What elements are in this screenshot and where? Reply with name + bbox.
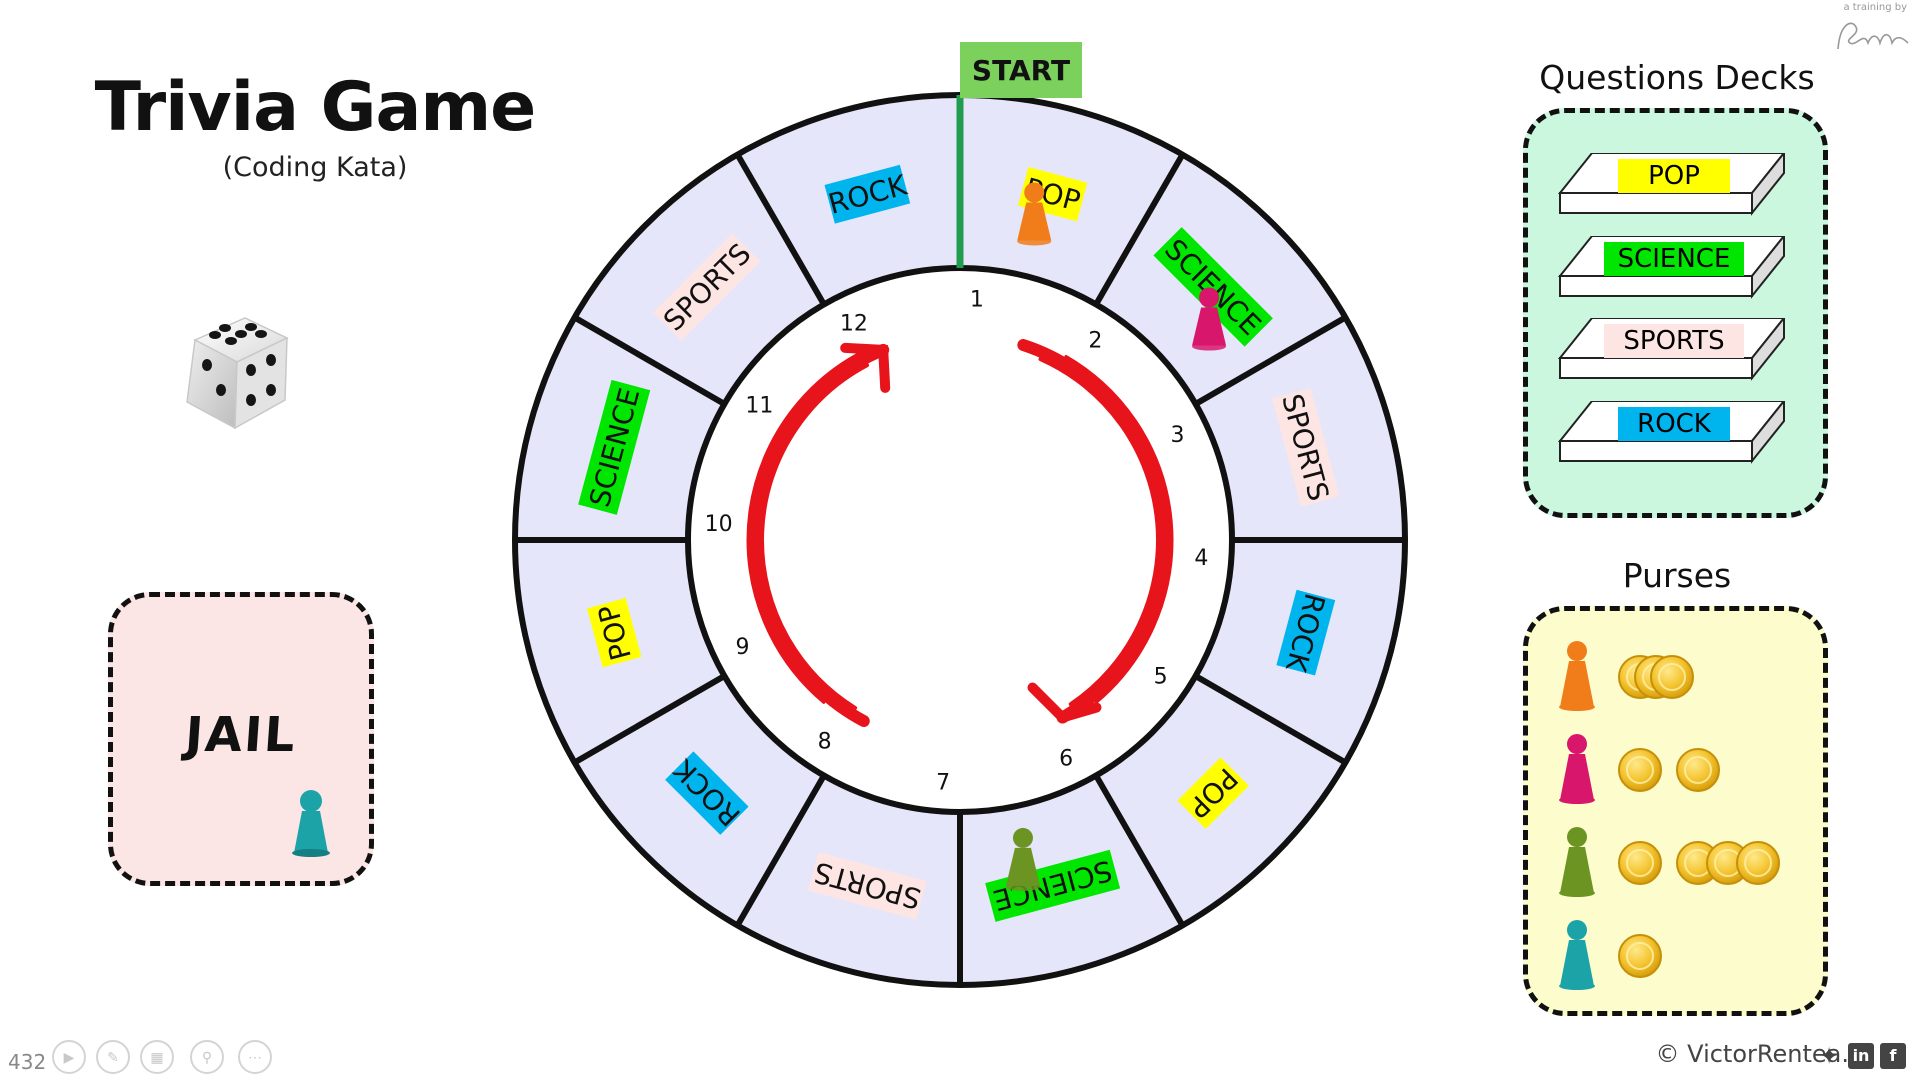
square-number: 4 bbox=[1194, 546, 1208, 571]
deck-rock[interactable]: ROCK bbox=[1558, 401, 1790, 471]
square-divider bbox=[1194, 673, 1347, 766]
gold-coin-icon bbox=[1650, 655, 1694, 699]
gold-coin-icon bbox=[1618, 934, 1662, 978]
purses-panel bbox=[1523, 606, 1828, 1016]
purse-row-magenta bbox=[1548, 730, 1818, 806]
category-tag bbox=[586, 598, 642, 668]
teal-pawn-icon[interactable] bbox=[288, 787, 334, 857]
deck-science[interactable]: SCIENCE bbox=[1558, 236, 1790, 306]
signature-scribble bbox=[1837, 22, 1909, 50]
gold-coin-icon bbox=[1676, 748, 1720, 792]
square-number: 2 bbox=[1088, 328, 1102, 353]
arrow-right-brush bbox=[1038, 357, 1160, 707]
facebook-icon[interactable]: f bbox=[1880, 1043, 1906, 1069]
game-title: Trivia Game bbox=[94, 68, 537, 147]
signature-logo: a training by bbox=[1830, 2, 1915, 60]
magenta-pawn-icon[interactable] bbox=[1192, 287, 1227, 351]
category-tag bbox=[578, 379, 651, 515]
arrow-right-brush bbox=[1064, 354, 1174, 704]
category-tag bbox=[1177, 757, 1249, 829]
purse-row-teal bbox=[1548, 916, 1818, 992]
category-tag bbox=[808, 851, 927, 920]
twitter-icon[interactable]: ✦ bbox=[1818, 1042, 1840, 1070]
teal-pawn-icon bbox=[1559, 920, 1595, 990]
category-tag bbox=[985, 849, 1121, 922]
decks-title: Questions Decks bbox=[1539, 58, 1815, 97]
orange-pawn-icon[interactable] bbox=[1017, 182, 1052, 246]
square-number: 12 bbox=[840, 311, 868, 336]
arrow-left-brush bbox=[760, 363, 870, 710]
square-number: 6 bbox=[1059, 747, 1073, 772]
square-number: 1 bbox=[970, 288, 984, 313]
square-number: 11 bbox=[745, 394, 773, 419]
square-number: 5 bbox=[1154, 664, 1168, 689]
square-divider bbox=[1093, 774, 1186, 927]
deck-label: ROCK bbox=[1618, 407, 1730, 441]
deck-sports[interactable]: SPORTS bbox=[1558, 318, 1790, 388]
green-pawn-icon bbox=[1559, 827, 1595, 897]
orange-pawn-icon bbox=[1559, 641, 1595, 711]
purse-row-orange bbox=[1548, 637, 1818, 713]
copyright-text: © VictorRentea.ro bbox=[1655, 1040, 1873, 1068]
category-tag bbox=[1153, 227, 1273, 347]
deck-label: SPORTS bbox=[1604, 324, 1744, 358]
questions-decks-panel: POP SCIENCE SPORTS ROCK bbox=[1523, 108, 1828, 518]
more-options-icon[interactable]: ⋯ bbox=[238, 1040, 272, 1074]
category-tag bbox=[824, 164, 911, 224]
play-icon[interactable]: ▶ bbox=[52, 1040, 86, 1074]
slide-number: 432 bbox=[8, 1050, 47, 1074]
start-flag bbox=[960, 42, 1082, 98]
square-number: 9 bbox=[735, 635, 749, 660]
pen-icon[interactable]: ✎ bbox=[96, 1040, 130, 1074]
green-pawn-icon[interactable] bbox=[1005, 827, 1040, 891]
square-number: 7 bbox=[936, 770, 950, 795]
gold-coin-icon bbox=[1618, 841, 1662, 885]
purse-row-green bbox=[1548, 823, 1818, 899]
square-divider bbox=[573, 314, 726, 407]
start-label: START bbox=[972, 54, 1070, 87]
deck-label: POP bbox=[1618, 159, 1730, 193]
arrow-head-left bbox=[840, 342, 891, 393]
arrow-head-right bbox=[1027, 682, 1102, 724]
square-number: 10 bbox=[705, 512, 733, 537]
deck-label: SCIENCE bbox=[1604, 242, 1744, 276]
square-divider bbox=[573, 673, 726, 766]
square-divider bbox=[1194, 314, 1347, 407]
purses-title: Purses bbox=[1622, 556, 1732, 595]
square-divider bbox=[1093, 153, 1186, 306]
arrow-left-stroke bbox=[749, 343, 890, 728]
category-tag bbox=[665, 751, 749, 835]
square-divider bbox=[734, 153, 827, 306]
category-tag bbox=[1271, 388, 1340, 507]
jail-label: JAIL bbox=[183, 707, 299, 763]
direction-arrows bbox=[746, 339, 1174, 728]
deck-pop[interactable]: POP bbox=[1558, 153, 1790, 223]
square-number: 3 bbox=[1171, 423, 1185, 448]
square-divider bbox=[734, 774, 827, 927]
dice-icon[interactable] bbox=[175, 310, 300, 435]
square-number: 8 bbox=[818, 730, 832, 755]
signature-caption: a training by bbox=[1843, 2, 1908, 13]
category-tag bbox=[1276, 589, 1336, 676]
arrow-right-stroke bbox=[1017, 339, 1171, 724]
board-center bbox=[685, 265, 1235, 815]
magenta-pawn-icon bbox=[1559, 734, 1595, 804]
jail-area: JAIL bbox=[108, 592, 374, 886]
category-tag bbox=[653, 233, 761, 341]
slides-grid-icon[interactable]: ▦ bbox=[140, 1040, 174, 1074]
gold-coin-icon bbox=[1618, 748, 1662, 792]
game-subtitle: (Coding Kata) bbox=[222, 152, 408, 183]
zoom-icon[interactable]: ⚲ bbox=[190, 1040, 224, 1074]
gold-coin-icon bbox=[1736, 841, 1780, 885]
arrow-left-brush bbox=[746, 346, 872, 704]
linkedin-icon[interactable]: in bbox=[1848, 1043, 1874, 1069]
